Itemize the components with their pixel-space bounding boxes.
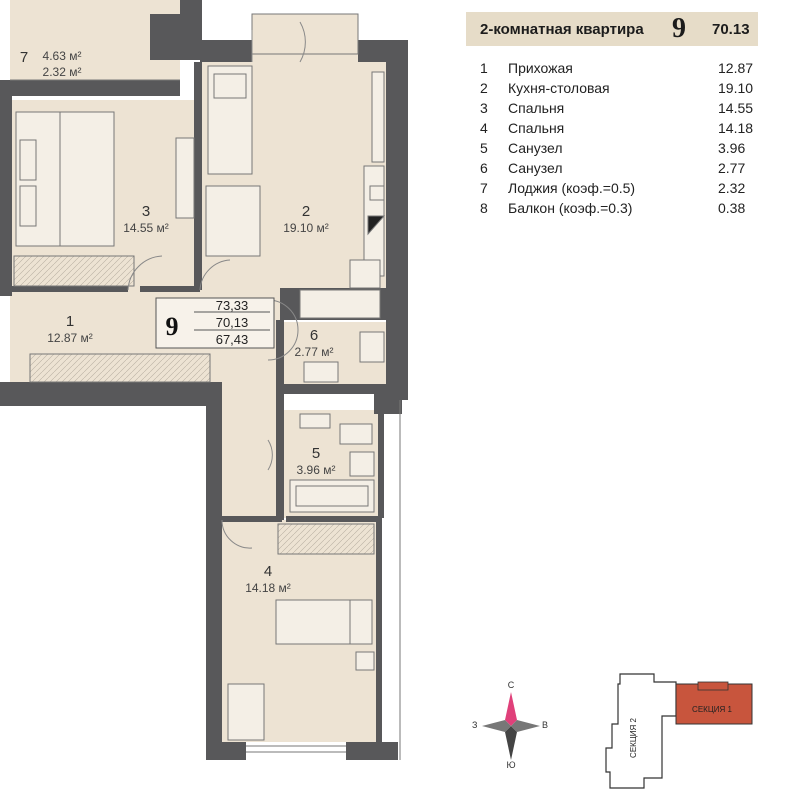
legend-row: 7 Лоджия (коэф.=0.5) 2.32 — [478, 180, 758, 200]
bed-room-4 — [227, 523, 375, 741]
room-1-number: 1 — [66, 313, 74, 330]
room-7-number: 7 — [20, 49, 28, 66]
legend-row: 1 Прихожая 12.87 — [478, 60, 758, 80]
doors — [127, 21, 306, 549]
legend-room-area: 19.10 — [718, 80, 754, 96]
compass-north-arrow — [505, 692, 517, 726]
room-6-number: 6 — [310, 327, 318, 344]
section-1-highlight — [675, 683, 753, 725]
legend-room-area: 14.18 — [718, 120, 754, 136]
compass-east-label: В — [542, 720, 548, 730]
apt-box-area-2: 70,13 — [216, 315, 249, 330]
legend-index: 2 — [480, 80, 488, 96]
legend-index: 5 — [480, 140, 488, 156]
legend-room-area: 3.96 — [718, 140, 746, 156]
legend-row: 6 Санузел 2.77 — [478, 160, 758, 180]
legend-room-name: Спальня — [508, 100, 565, 116]
room-2-number: 2 — [302, 203, 310, 220]
legend-room-name: Прихожая — [508, 60, 573, 76]
legend-row: 2 Кухня-столовая 19.10 — [478, 80, 758, 100]
legend-room-name: Санузел — [508, 140, 563, 156]
compass-south-arrow — [505, 726, 517, 760]
legend-room-area: 2.77 — [718, 160, 746, 176]
section-key-plan: СЕКЦИЯ 1 СЕКЦИЯ 2 — [605, 673, 753, 789]
legend-row: 4 Спальня 14.18 — [478, 120, 758, 140]
outlines — [10, 13, 401, 760]
room-4-number: 4 — [264, 563, 272, 580]
legend-index: 4 — [480, 120, 488, 136]
compass-east-arrow — [511, 720, 540, 732]
section-1-label: СЕКЦИЯ 1 — [692, 705, 732, 714]
legend-index: 7 — [480, 180, 488, 196]
legend-room-name: Санузел — [508, 160, 563, 176]
legend-row: 5 Санузел 3.96 — [478, 140, 758, 160]
legend-row: 3 Спальня 14.55 — [478, 100, 758, 120]
bath-6-fixtures — [303, 331, 385, 383]
legend-index: 6 — [480, 160, 488, 176]
title-bar: 2-комнатная квартира 9 70.13 — [466, 12, 758, 46]
legend-room-name: Лоджия (коэф.=0.5) — [508, 180, 636, 196]
room-3-number: 3 — [142, 203, 150, 220]
legend-room-name: Балкон (коэф.=0.3) — [508, 200, 633, 216]
apartment-number: 9 — [672, 13, 686, 44]
room-6-area: 2.77 м² — [295, 345, 334, 359]
apartment-area-box: 9 73,33 70,13 67,43 — [155, 297, 275, 349]
compass-west-arrow — [482, 720, 511, 732]
apt-box-number: 9 — [166, 312, 179, 341]
bath-5-fixtures — [289, 413, 375, 513]
apt-box-area-3: 67,43 — [216, 332, 249, 347]
room-4-area: 14.18 м² — [245, 581, 291, 595]
legend-room-area: 2.32 — [718, 180, 746, 196]
room-7-area-total: 4.63 м² — [43, 49, 82, 63]
compass-rose-icon: С Ю З В — [472, 680, 548, 770]
section-2-label: СЕКЦИЯ 2 — [629, 718, 638, 758]
section-2-outline — [605, 673, 677, 789]
compass-west-label: З — [472, 720, 477, 730]
legend-row: 8 Балкон (коэф.=0.3) 0.38 — [478, 200, 758, 220]
room-5-area: 3.96 м² — [297, 463, 336, 477]
room-5-number: 5 — [312, 445, 320, 462]
room-2-area: 19.10 м² — [283, 221, 329, 235]
legend-room-area: 14.55 — [718, 100, 754, 116]
room-7-area: 2.32 м² — [43, 65, 82, 79]
apt-box-area-1: 73,33 — [216, 298, 249, 313]
legend-room-name: Кухня-столовая — [508, 80, 610, 96]
compass-north-label: С — [508, 680, 515, 690]
legend-index: 3 — [480, 100, 488, 116]
legend-room-area: 12.87 — [718, 60, 754, 76]
floor-plan: 7 4.63 м² 2.32 м² 3 14.55 м² 2 19.10 м² … — [0, 0, 408, 760]
apartment-total-area: 70.13 — [712, 21, 750, 38]
legend-room-name: Спальня — [508, 120, 565, 136]
room-1-area: 12.87 м² — [47, 331, 93, 345]
legend-index: 1 — [480, 60, 488, 76]
bed-room-3 — [13, 111, 195, 287]
legend-index: 8 — [480, 200, 488, 216]
legend-room-area: 0.38 — [718, 200, 746, 216]
kitchen-furniture — [205, 65, 386, 319]
room-3-area: 14.55 м² — [123, 221, 169, 235]
compass-south-label: Ю — [506, 760, 515, 770]
apartment-type-title: 2-комнатная квартира — [480, 21, 644, 38]
hallway-wardrobe — [29, 353, 211, 383]
